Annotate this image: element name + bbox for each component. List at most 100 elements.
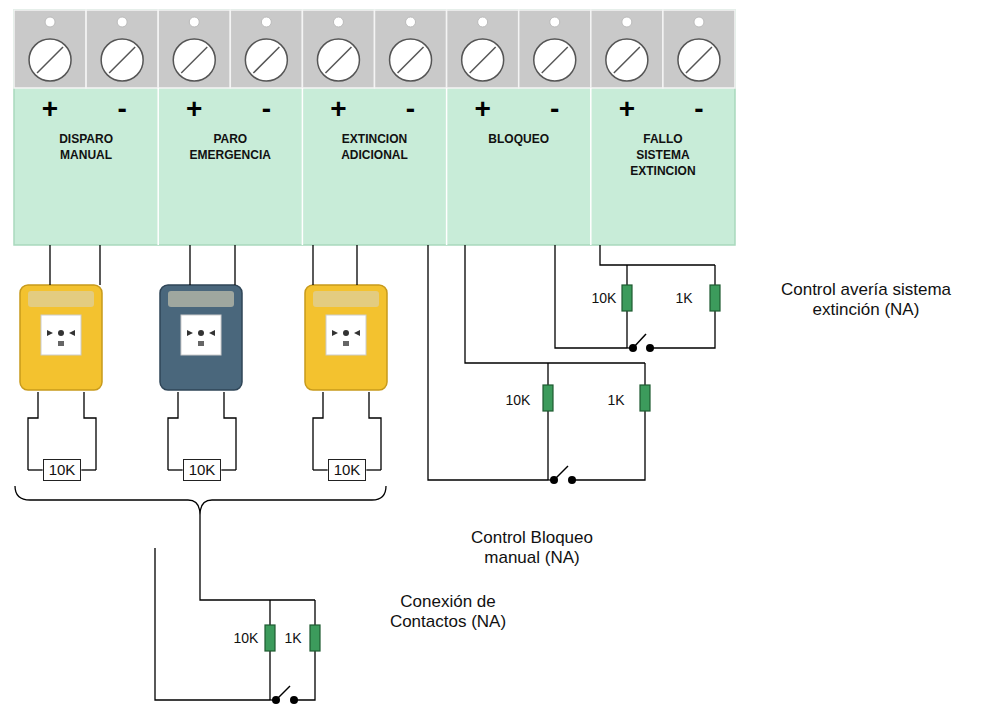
terminal-housing: [447, 10, 519, 88]
wire: [548, 479, 554, 480]
screw-slot: [109, 47, 135, 73]
terminal-screw: [462, 39, 504, 81]
terminal-group: +-PARO EMERGENCIA: [158, 88, 302, 245]
arrow-symbol: [69, 330, 75, 336]
group-divider: [302, 88, 304, 245]
caption-text: Control Bloqueo manual (NA): [452, 528, 612, 569]
terminal-block-panel: [14, 10, 735, 245]
resistor-box: 10K: [43, 459, 82, 481]
resistor-value: 10K: [334, 461, 361, 479]
polarity-sign: -: [519, 88, 591, 123]
terminal-group: +-FALLO SISTEMA EXTINCION: [591, 88, 735, 245]
polarity-sign: +: [158, 88, 230, 123]
terminal-housing: [375, 10, 447, 88]
wire: [99, 245, 100, 285]
screw-slot: [37, 47, 63, 73]
wire: [269, 651, 270, 700]
terminal-hole: [333, 17, 343, 27]
wire: [189, 245, 190, 285]
manual-call-point: [305, 285, 387, 390]
wire: [221, 469, 236, 470]
wire: [644, 363, 645, 385]
arrow-symbol: [187, 330, 193, 336]
terminal-screw: [245, 39, 287, 81]
terminal-group: +-EXTINCION ADICIONAL: [302, 88, 446, 245]
arrow-symbol: [209, 330, 215, 336]
resistor-label: 10K: [592, 290, 617, 307]
manual-call-point: [20, 285, 102, 390]
terminal-housing: [519, 10, 591, 88]
terminal-housing: [86, 10, 158, 88]
button-window: [168, 291, 234, 307]
screw-slot: [686, 47, 712, 73]
wire: [627, 347, 633, 348]
terminal-screw: [29, 39, 71, 81]
button-glass: [181, 315, 221, 355]
switch-contact: [646, 344, 654, 352]
terminal-housing: [591, 10, 663, 88]
polarity-sign: -: [86, 88, 158, 123]
caption-text: Conexión de Contactos (NA): [378, 592, 518, 633]
polarity-sign: -: [663, 88, 735, 123]
button-body: [305, 285, 387, 390]
screw-slot: [253, 47, 279, 73]
screw-slot: [470, 47, 496, 73]
terminal-name: FALLO SISTEMA EXTINCION: [617, 131, 709, 180]
button-window: [313, 291, 379, 307]
wires: [28, 245, 715, 700]
terminal-housing: [663, 10, 735, 88]
switch-symbol: [270, 686, 298, 704]
terminal-hole: [478, 17, 488, 27]
wire: [200, 515, 315, 600]
press-symbol: [198, 330, 204, 336]
group-divider: [590, 88, 592, 245]
wire: [366, 469, 381, 470]
button-glass: [326, 315, 366, 355]
caption-text: Control avería sistema extinción (NA): [756, 280, 976, 321]
terminal-screw: [317, 39, 359, 81]
screw-slot: [542, 47, 568, 73]
terminal-group: +-BLOQUEO: [447, 88, 591, 245]
terminal-hole: [550, 17, 560, 27]
key-symbol: [198, 341, 204, 346]
terminal-screw: [173, 39, 215, 81]
terminal-name: BLOQUEO: [473, 131, 565, 147]
switch-contact: [568, 476, 576, 484]
wire: [28, 392, 38, 470]
wire: [356, 245, 357, 285]
wire: [313, 392, 323, 470]
wire: [626, 311, 627, 348]
button-glass: [41, 315, 81, 355]
switch-lever: [276, 686, 290, 700]
terminal-hole: [45, 17, 55, 27]
press-symbol: [58, 330, 64, 336]
arrow-symbol: [47, 330, 53, 336]
screw-slot: [325, 47, 351, 73]
terminal-housing: [302, 10, 374, 88]
resistors: [265, 285, 720, 651]
resistor-label: 10K: [234, 630, 259, 647]
wire: [547, 363, 548, 385]
screw-slot: [398, 47, 424, 73]
terminal-housing: [14, 10, 86, 88]
arrow-symbol: [354, 330, 360, 336]
terminal-hole: [261, 17, 271, 27]
wire: [270, 699, 276, 700]
button-body: [20, 285, 102, 390]
polarity-sign: -: [230, 88, 302, 123]
wire: [312, 245, 313, 285]
resistor-label: 1K: [675, 290, 692, 307]
resistor-symbol: [310, 625, 320, 651]
resistor-symbol: [622, 285, 632, 311]
resistor-symbol: [640, 385, 650, 411]
resistor-box: 10K: [183, 459, 222, 481]
wire: [224, 392, 236, 470]
terminal-screw: [678, 39, 720, 81]
wire: [714, 265, 715, 285]
terminal-hole: [189, 17, 199, 27]
button-window: [28, 291, 94, 307]
resistor-value: 10K: [189, 461, 216, 479]
